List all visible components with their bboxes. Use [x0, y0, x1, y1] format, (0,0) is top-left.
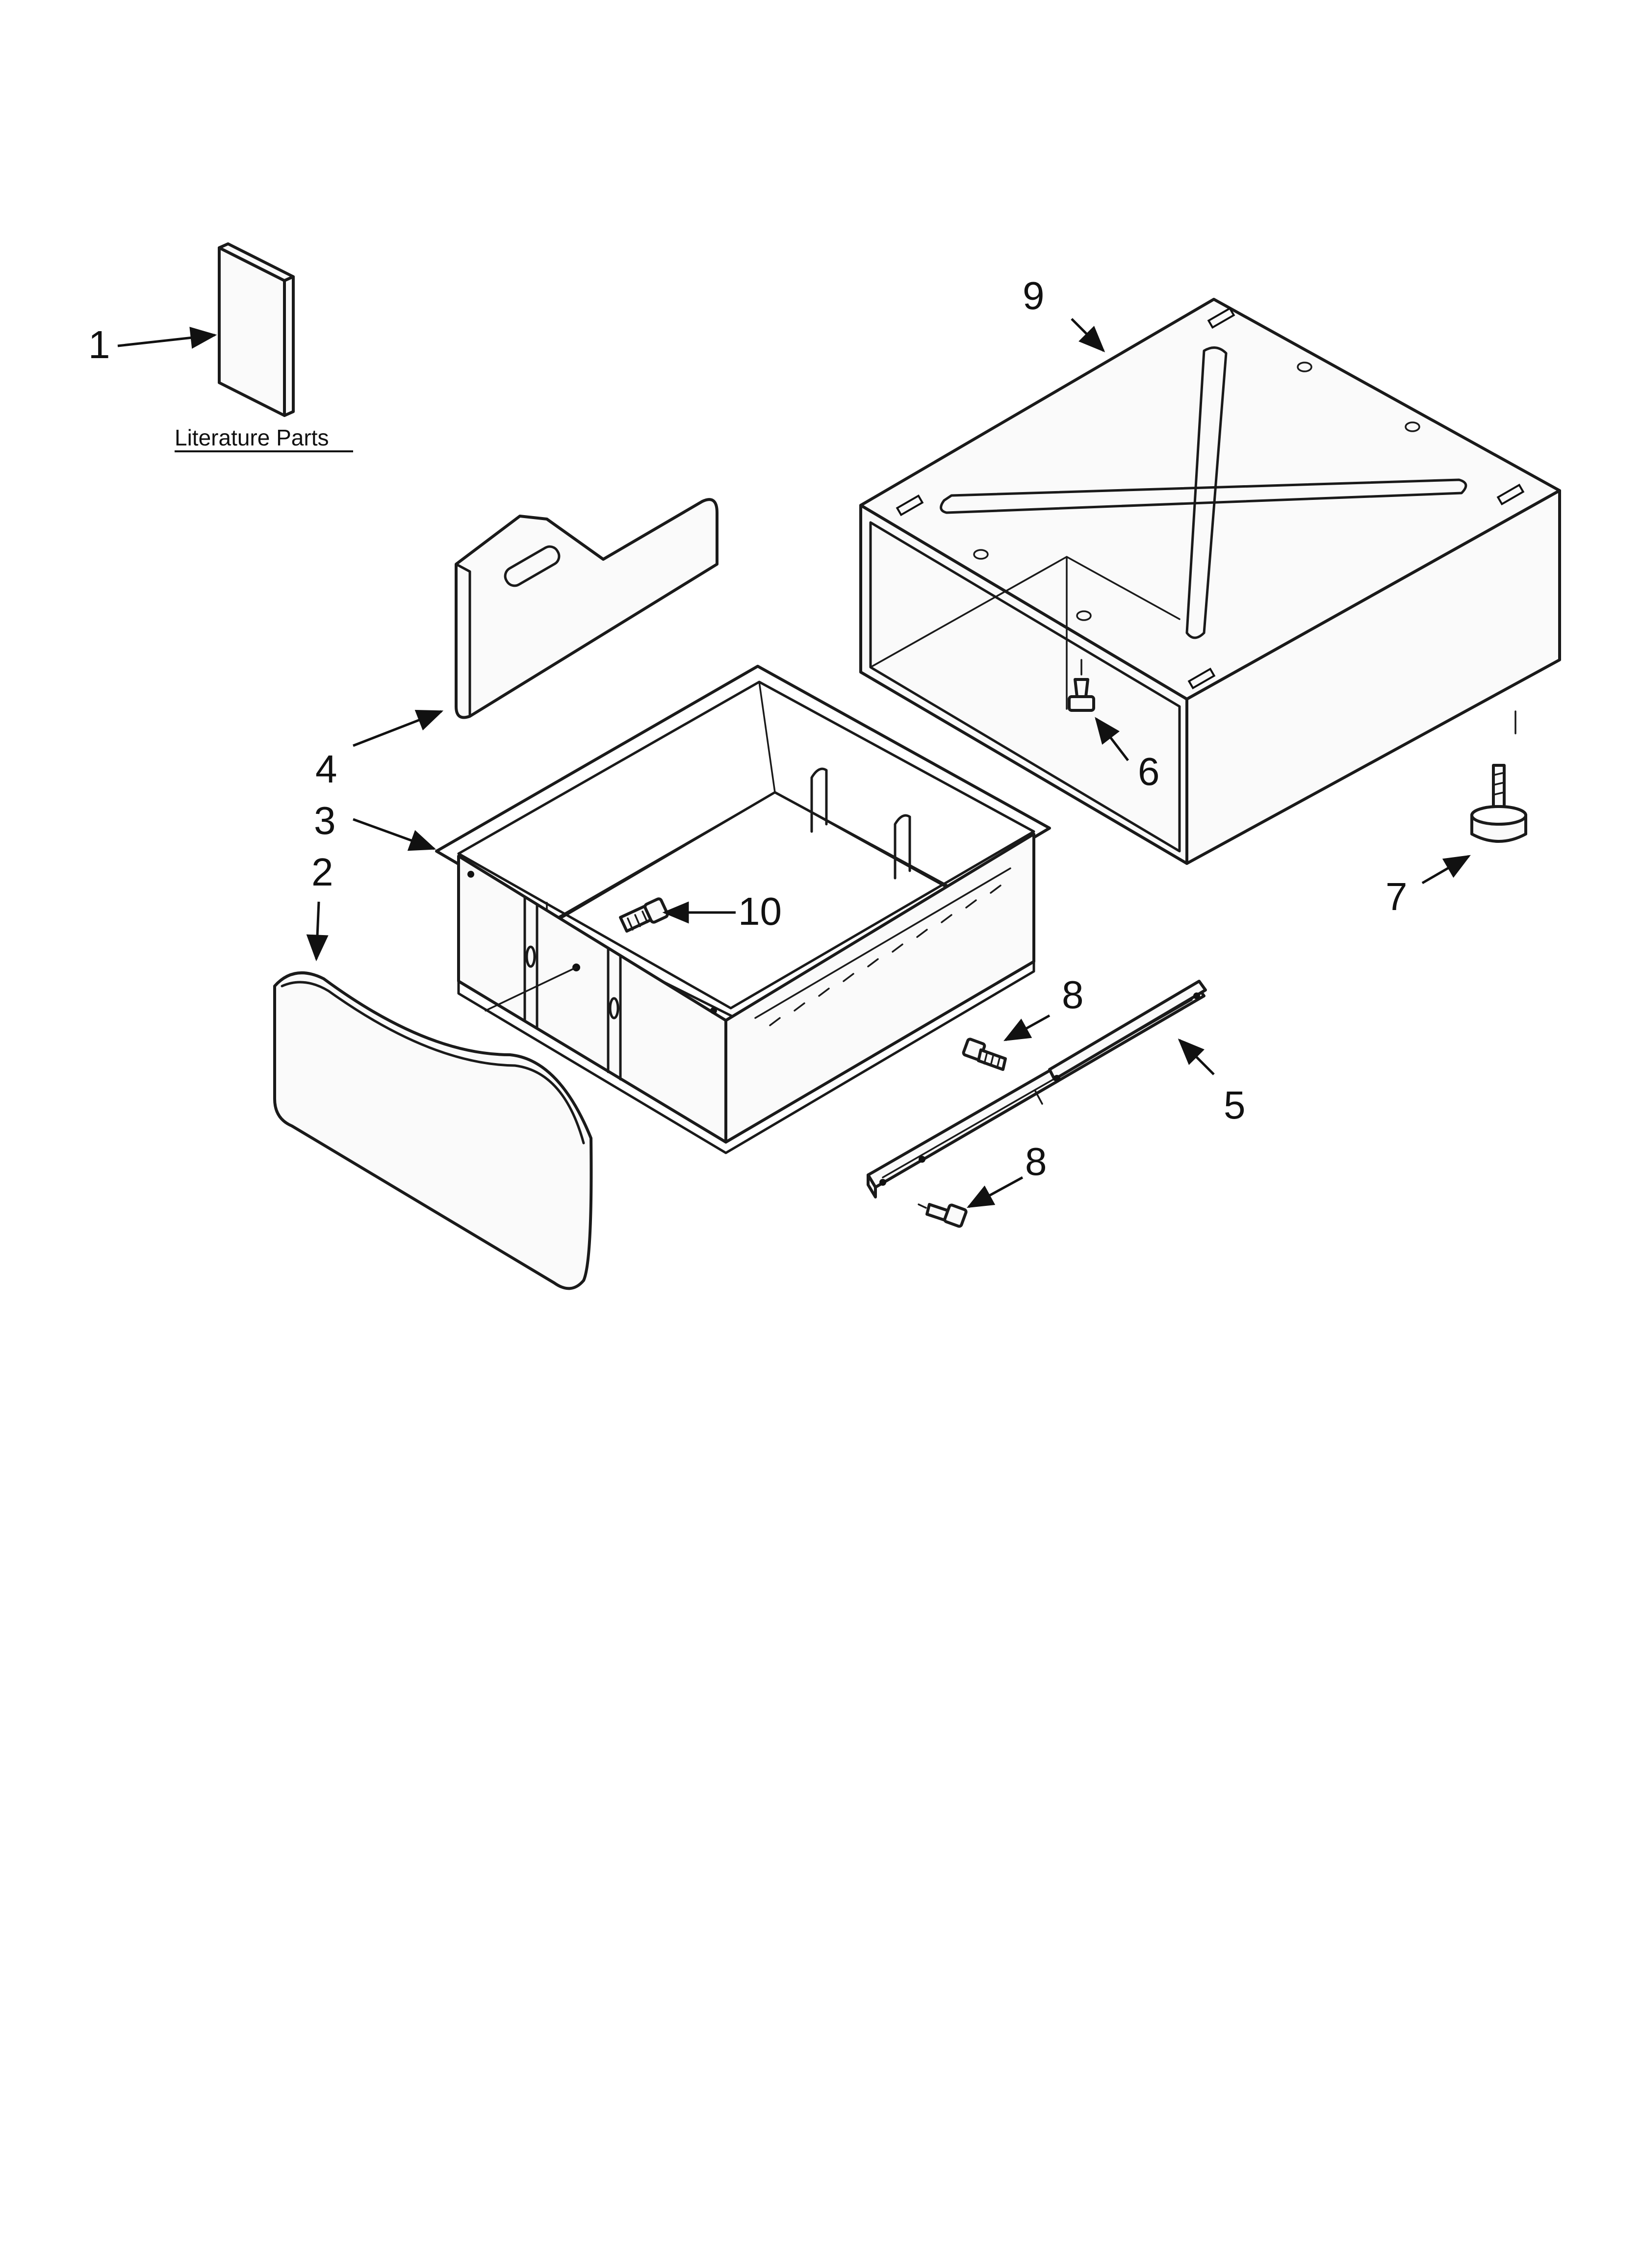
callout-4: 4 — [315, 747, 337, 791]
literature-parts-label: Literature Parts — [175, 425, 329, 450]
callout-8-lower: 8 — [1025, 1140, 1047, 1183]
leader-lines — [117, 318, 1471, 1208]
screw-part-8-upper — [962, 1038, 1007, 1071]
callout-6: 6 — [1138, 750, 1160, 793]
divider-panel — [455, 498, 718, 719]
cabinet-base — [859, 298, 1561, 865]
drawer-front-panel — [273, 971, 593, 1290]
callout-5: 5 — [1224, 1083, 1246, 1127]
literature-booklet — [218, 242, 295, 417]
callout-1: 1 — [88, 323, 110, 366]
callout-8-upper: 8 — [1062, 973, 1084, 1017]
divider-handle-slot — [504, 545, 561, 587]
drawer-bin — [435, 665, 1051, 1154]
callout-3: 3 — [314, 799, 336, 842]
callout-7: 7 — [1385, 875, 1408, 918]
callout-10: 10 — [738, 889, 782, 933]
screw-part-6 — [1068, 659, 1095, 712]
leveling-leg — [1470, 710, 1527, 843]
screw-part-10 — [619, 897, 669, 933]
screw-part-8-lower — [918, 1203, 968, 1228]
drawer-slide — [867, 980, 1207, 1199]
callout-9: 9 — [1023, 274, 1045, 317]
callout-2: 2 — [311, 850, 334, 894]
